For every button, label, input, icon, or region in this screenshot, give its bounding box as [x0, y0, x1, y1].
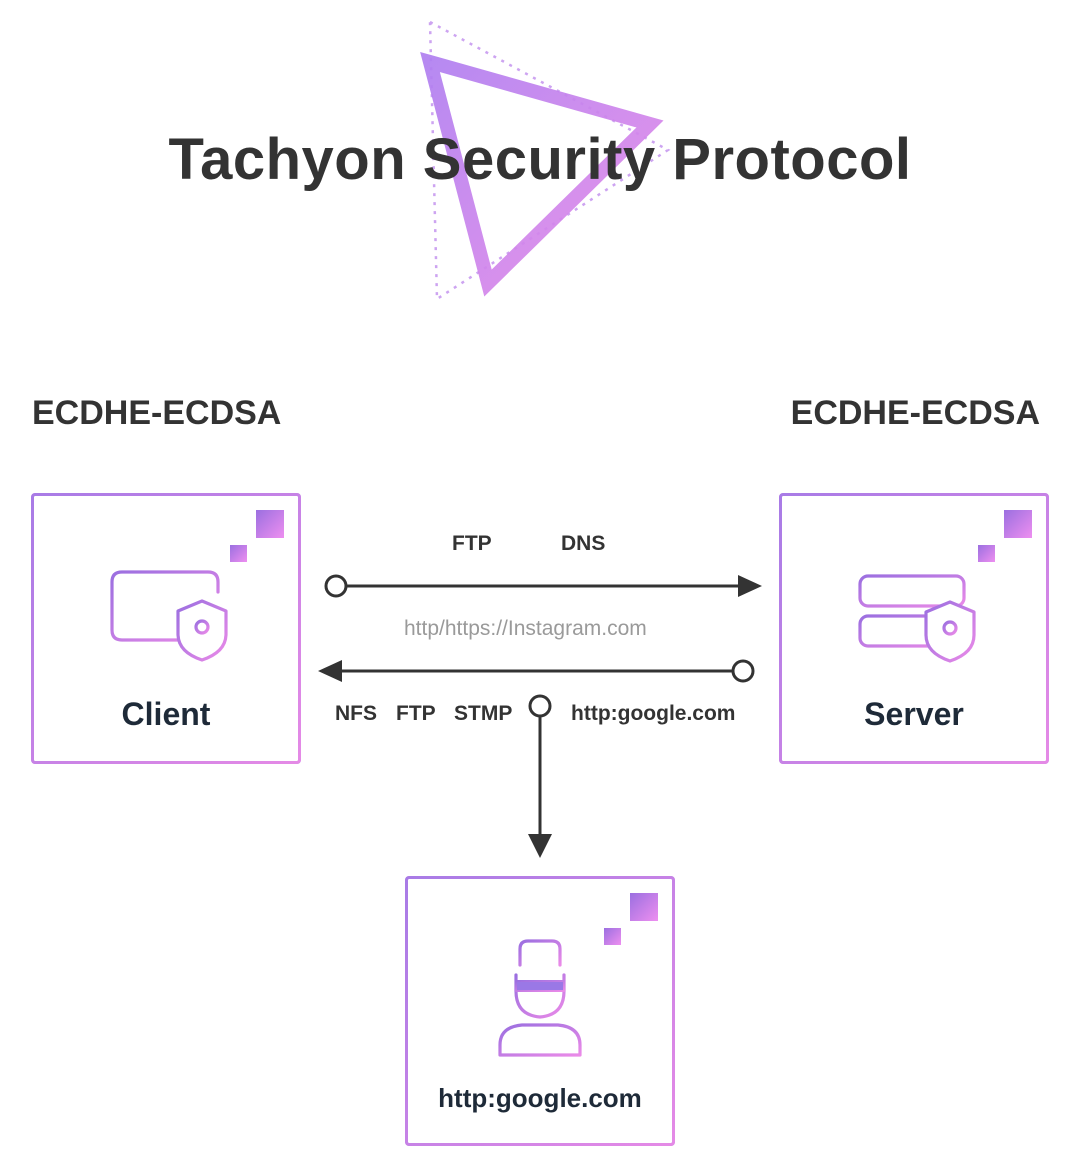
inbound-url-label: http:google.com	[571, 702, 736, 725]
arrow-to-attacker	[528, 694, 552, 858]
decor-square-large	[630, 893, 658, 921]
protocol-label-dns-out: DNS	[561, 532, 606, 555]
client-node: Client	[31, 493, 301, 764]
server-algorithm-label: ECDHE-ECDSA	[790, 394, 1040, 432]
protocol-label-nfs: NFS	[335, 702, 377, 725]
arrow-client-to-server	[324, 574, 762, 598]
decor-square-small	[978, 545, 995, 562]
arrow-head-left	[318, 660, 342, 682]
spy-icon	[498, 939, 582, 1057]
attacker-label: http:google.com	[438, 1083, 642, 1113]
monitor-shield-icon	[110, 570, 228, 662]
protocol-label-ftp-out: FTP	[452, 532, 492, 555]
decor-square-large	[256, 510, 284, 538]
protocol-label-stmp: STMP	[454, 702, 513, 725]
attacker-node: http:google.com	[405, 876, 675, 1146]
decor-square-large	[1004, 510, 1032, 538]
decor-square-small	[604, 928, 621, 945]
server-node: Server	[779, 493, 1049, 764]
decor-square-small	[230, 545, 247, 562]
logo-solid-triangle	[420, 51, 664, 297]
server-label: Server	[864, 696, 964, 732]
page-title: Tachyon Security Protocol	[168, 127, 912, 192]
arrow-server-to-client	[318, 659, 755, 683]
logo-triangle-icon	[420, 19, 671, 302]
arrow-start-circle	[528, 694, 552, 718]
arrow-head-down	[528, 834, 552, 858]
arrow-start-circle	[731, 659, 755, 683]
protocol-label-ftp-in: FTP	[396, 702, 436, 725]
middle-url-label: http/https://Instagram.com	[404, 617, 647, 640]
arrow-start-circle	[324, 574, 348, 598]
arrow-head-right	[738, 575, 762, 597]
server-shield-icon	[858, 574, 976, 663]
client-algorithm-label: ECDHE-ECDSA	[32, 394, 282, 432]
client-label: Client	[121, 696, 211, 732]
